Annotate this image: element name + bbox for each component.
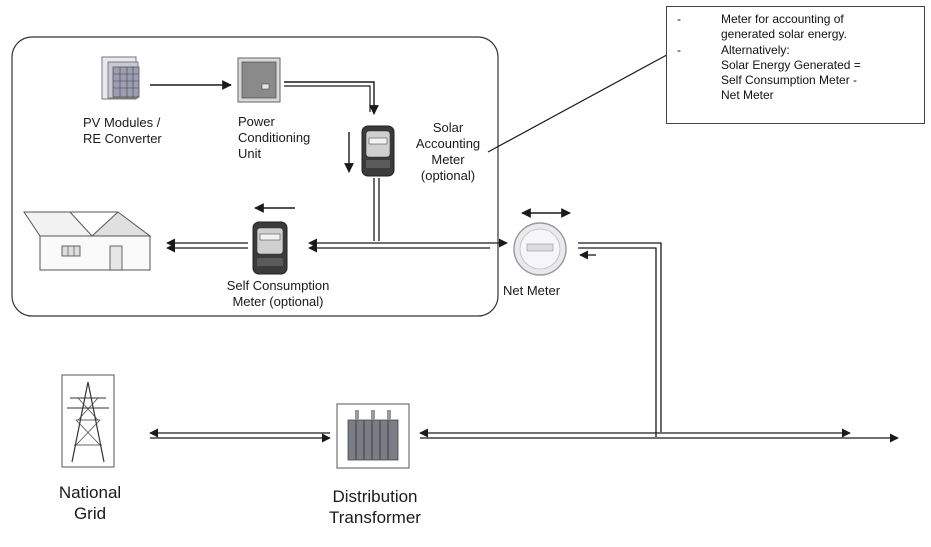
electric-meter-icon [361,125,395,177]
note-bullet-1: - [677,12,681,26]
pcu-to-meter-wire [284,81,379,115]
callout-line [487,49,677,153]
note-bullet-2: - [677,43,681,57]
meter-note-box: - Meter for accounting of generated sola… [666,6,925,124]
house-icon [23,211,152,271]
note-line-1: Meter for accounting of generated solar … [721,12,847,41]
transformer-label: Distribution Transformer [329,487,421,527]
round-meter-icon [513,222,567,276]
rooftop-system-boundary [11,36,499,317]
solar-panel-icon [101,56,140,100]
inverter-icon [237,57,281,103]
self-consumption-meter-icon [252,221,288,275]
transmission-tower-icon [61,374,115,468]
national-grid-label: National Grid [58,483,122,523]
pv-modules-label: PV Modules / RE Converter [83,115,162,146]
pcu-label: Power Conditioning Unit [238,114,311,161]
solar-meter-label: Solar Accounting Meter (optional) [415,120,481,183]
note-line-2: Alternatively: Solar Energy Generated = … [721,43,861,102]
net-meter-label: Net Meter [503,283,561,298]
transformer-icon [336,403,410,469]
self-meter-label: Self Consumption Meter (optional) [226,278,330,309]
